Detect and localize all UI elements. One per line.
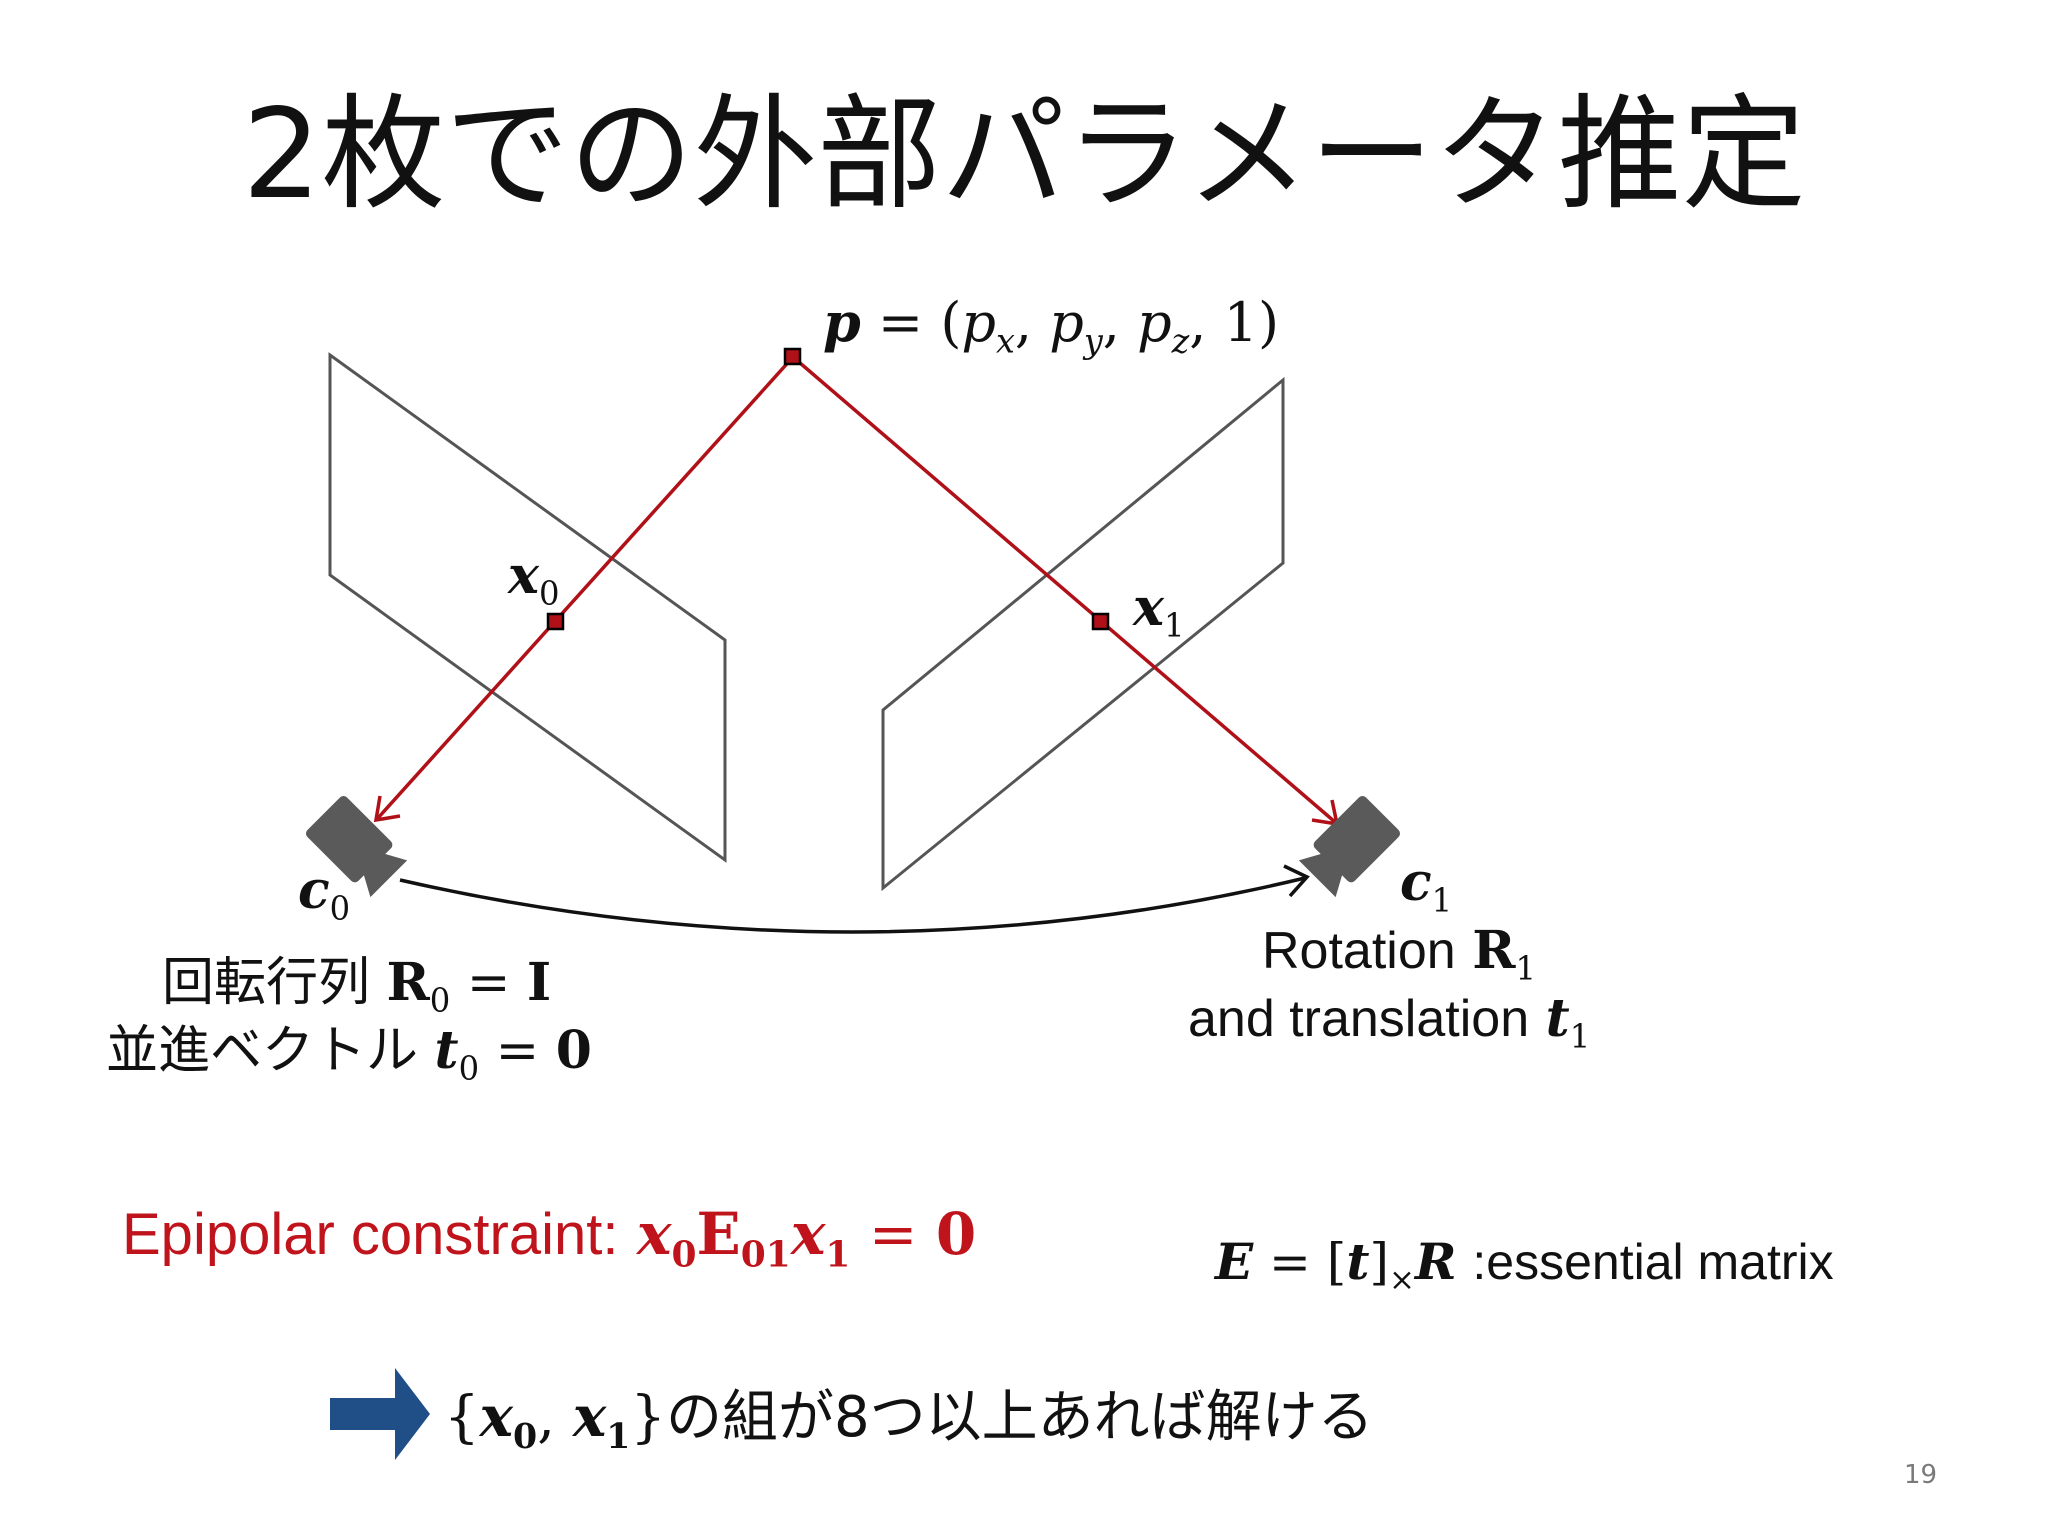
camera0-rotation-caption: 回転行列 R0 = I — [162, 952, 552, 1020]
image-plane-right — [881, 376, 1285, 892]
ray-c0-arrowhead — [373, 795, 401, 823]
transform-arrowhead — [1283, 864, 1310, 898]
transform-arrow — [399, 876, 1306, 934]
point-x0-marker — [546, 612, 565, 631]
point-x1-label: x1 — [1133, 577, 1185, 645]
camera1-translation-caption: and translation t1 — [1188, 988, 1591, 1056]
point-x1-marker — [1091, 612, 1110, 631]
point-x0-label: x0 — [508, 545, 560, 613]
camera1-rotation-caption: Rotation R1 — [1262, 920, 1536, 988]
camera0-translation-caption: 並進ベクトル t0 = 0 — [106, 1020, 592, 1088]
camera-c0-label: c0 — [298, 860, 351, 928]
camera-c0-icon — [305, 795, 408, 898]
conclusion-arrow-icon — [330, 1368, 430, 1460]
page-number: 19 — [1904, 1460, 1938, 1490]
point-p-label: p = (px, py, pz, 1) — [823, 290, 1280, 361]
image-plane-left — [328, 352, 727, 863]
ray-p-to-c1 — [791, 355, 1337, 824]
essential-matrix-note: E = [t]×R :essential matrix — [1215, 1232, 1834, 1298]
epipolar-constraint: Epipolar constraint: x0E01x1 = 0 — [122, 1200, 977, 1276]
point-p-marker — [783, 347, 802, 366]
page-title: 2枚での外部パラメータ推定 — [242, 83, 1806, 227]
camera-c1-label: c1 — [1400, 852, 1453, 920]
camera-c1-icon — [1298, 795, 1401, 898]
conclusion-text: {x0, x1}の組が8つ以上あれば解ける — [444, 1384, 1374, 1458]
ray-p-to-c0 — [376, 355, 795, 820]
